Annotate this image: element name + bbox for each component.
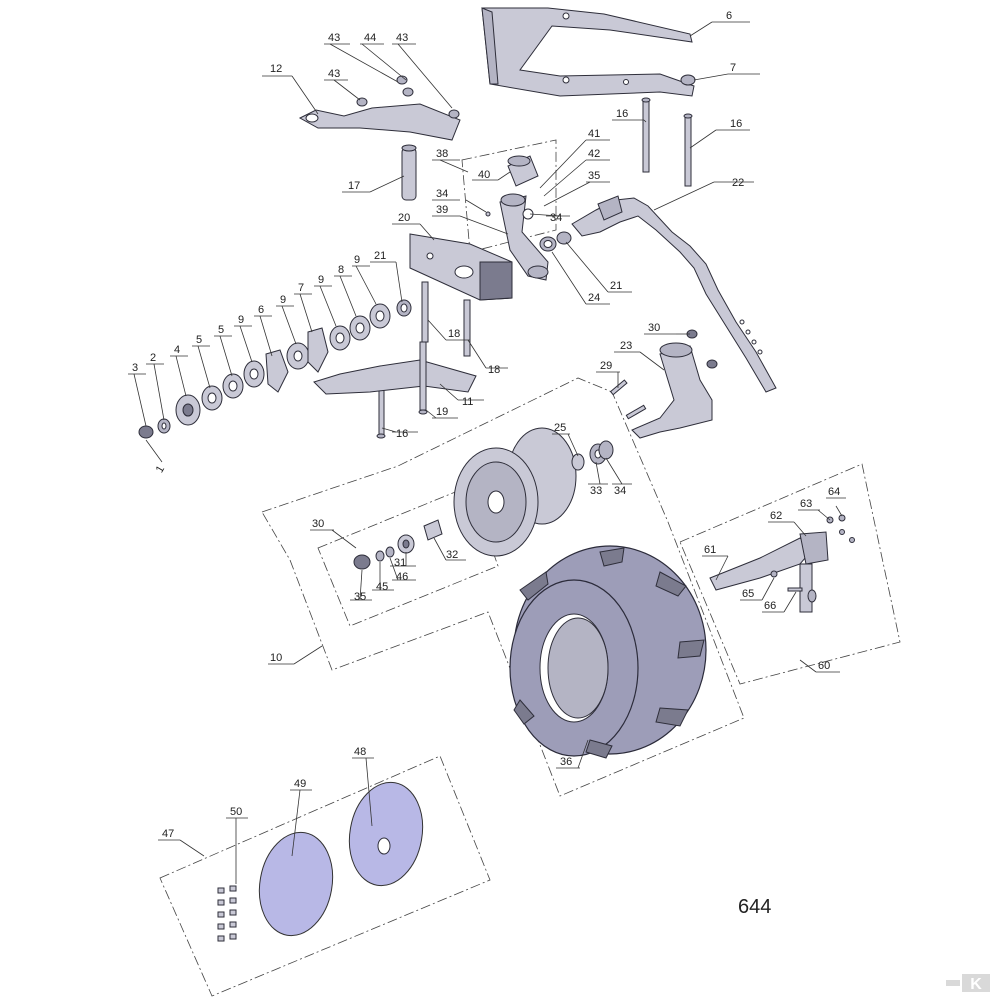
callout-45: 45 [376,581,388,593]
part-20-block [409,233,513,301]
part-16-bolts [376,97,693,439]
callout-10: 10 [270,652,282,664]
callout-21a: 21 [374,250,386,262]
callout-43c: 43 [328,68,340,80]
part-48-49-discs [258,781,424,937]
part-22-tow-bar [571,195,777,393]
callout-2: 2 [150,352,156,364]
callout-34a: 33 [590,485,602,497]
callout-labels: 6 7 16 16 12 43 44 43 43 17 38 40 34 39 … [132,10,840,840]
callout-24: 24 [588,292,600,304]
callout-15: 7 [730,62,736,74]
callout-26: 34 [550,212,562,224]
callout-66: 66 [764,600,776,612]
callout-16a: 16 [616,108,628,120]
callout-43b: 43 [396,32,408,44]
callout-38: 38 [436,148,448,160]
callout-16c: 16 [396,428,408,440]
callout-8: 8 [338,264,344,276]
callout-61: 61 [704,544,716,556]
group-outline-47 [159,755,491,997]
callout-21b: 21 [610,280,622,292]
callout-16b: 16 [730,118,742,130]
callout-39: 39 [436,204,448,216]
part-40-sleeve [507,155,539,187]
callout-9c: 9 [318,274,324,286]
part-15-nut [680,74,696,86]
part-14-frame [481,7,695,97]
callout-62: 62 [770,510,782,522]
part-17-tube [401,144,417,201]
callout-28: 29 [600,360,612,372]
callout-60: 60 [818,660,830,672]
callout-1: 1 [154,464,167,475]
group-outline-30 [317,485,499,627]
callout-19: 19 [436,406,448,418]
callout-44: 44 [364,32,376,44]
callout-48: 48 [354,746,366,758]
callout-4: 4 [174,344,180,356]
callout-6: 6 [258,304,264,316]
callout-50: 50 [230,806,242,818]
callout-12: 12 [270,63,282,75]
group-outline-10 [261,377,745,797]
part-11-lower-plate [313,281,477,415]
callout-22: 22 [732,177,744,189]
part-36-tyre [509,545,707,759]
part-1-9-washer-stack [138,299,412,439]
callout-25: 34 [436,188,448,200]
callout-42: 42 [588,148,600,160]
callout-9b: 9 [280,294,286,306]
part-23-stub-axle [609,329,718,439]
callout-31: 25 [554,422,566,434]
svg-text:K: K [970,976,982,993]
callout-14: 6 [726,10,732,22]
callout-49: 49 [294,778,306,790]
part-12-upper-plate [298,75,461,141]
callout-7: 7 [298,282,304,294]
callout-11: 11 [462,396,473,408]
callout-9a: 9 [238,314,244,326]
callout-65: 65 [742,588,754,600]
callout-36: 36 [560,756,572,768]
callout-47: 47 [162,828,174,840]
callout-5b: 5 [218,324,224,336]
callout-35: 35 [354,591,366,603]
callout-64: 64 [828,486,840,498]
callout-9d: 9 [354,254,360,266]
brand-logo: K [946,974,990,993]
callout-18a: 18 [448,328,460,340]
group-outline-60 [679,463,901,685]
callout-20: 20 [398,212,410,224]
callout-32: 31 [394,557,406,569]
callout-43a: 43 [328,32,340,44]
callout-29: 30 [648,322,660,334]
callout-27: 35 [588,170,600,182]
part-31-rim [453,427,614,557]
leader-lines [128,21,846,884]
part-39-pivot-arm [499,193,549,281]
callout-41: 41 [588,128,600,140]
part-26-24-21-washers [485,208,572,252]
callout-17: 17 [348,180,360,192]
callout-18b: 18 [488,364,500,376]
callout-30: 30 [312,518,324,530]
callout-33: 32 [446,549,458,561]
callout-63: 63 [800,498,812,510]
part-50-clips [217,885,237,942]
callout-46: 46 [396,571,408,583]
group-outline-38 [461,139,557,253]
diagram-number: 644 [738,896,772,918]
callout-34b: 34 [614,485,626,497]
callout-23: 23 [620,340,632,352]
part-60-brake-assembly [709,514,855,613]
part-32-35-hub-bearings [353,519,443,570]
callout-5a: 5 [196,334,202,346]
callout-3: 3 [132,362,138,374]
callout-40: 40 [478,169,490,181]
